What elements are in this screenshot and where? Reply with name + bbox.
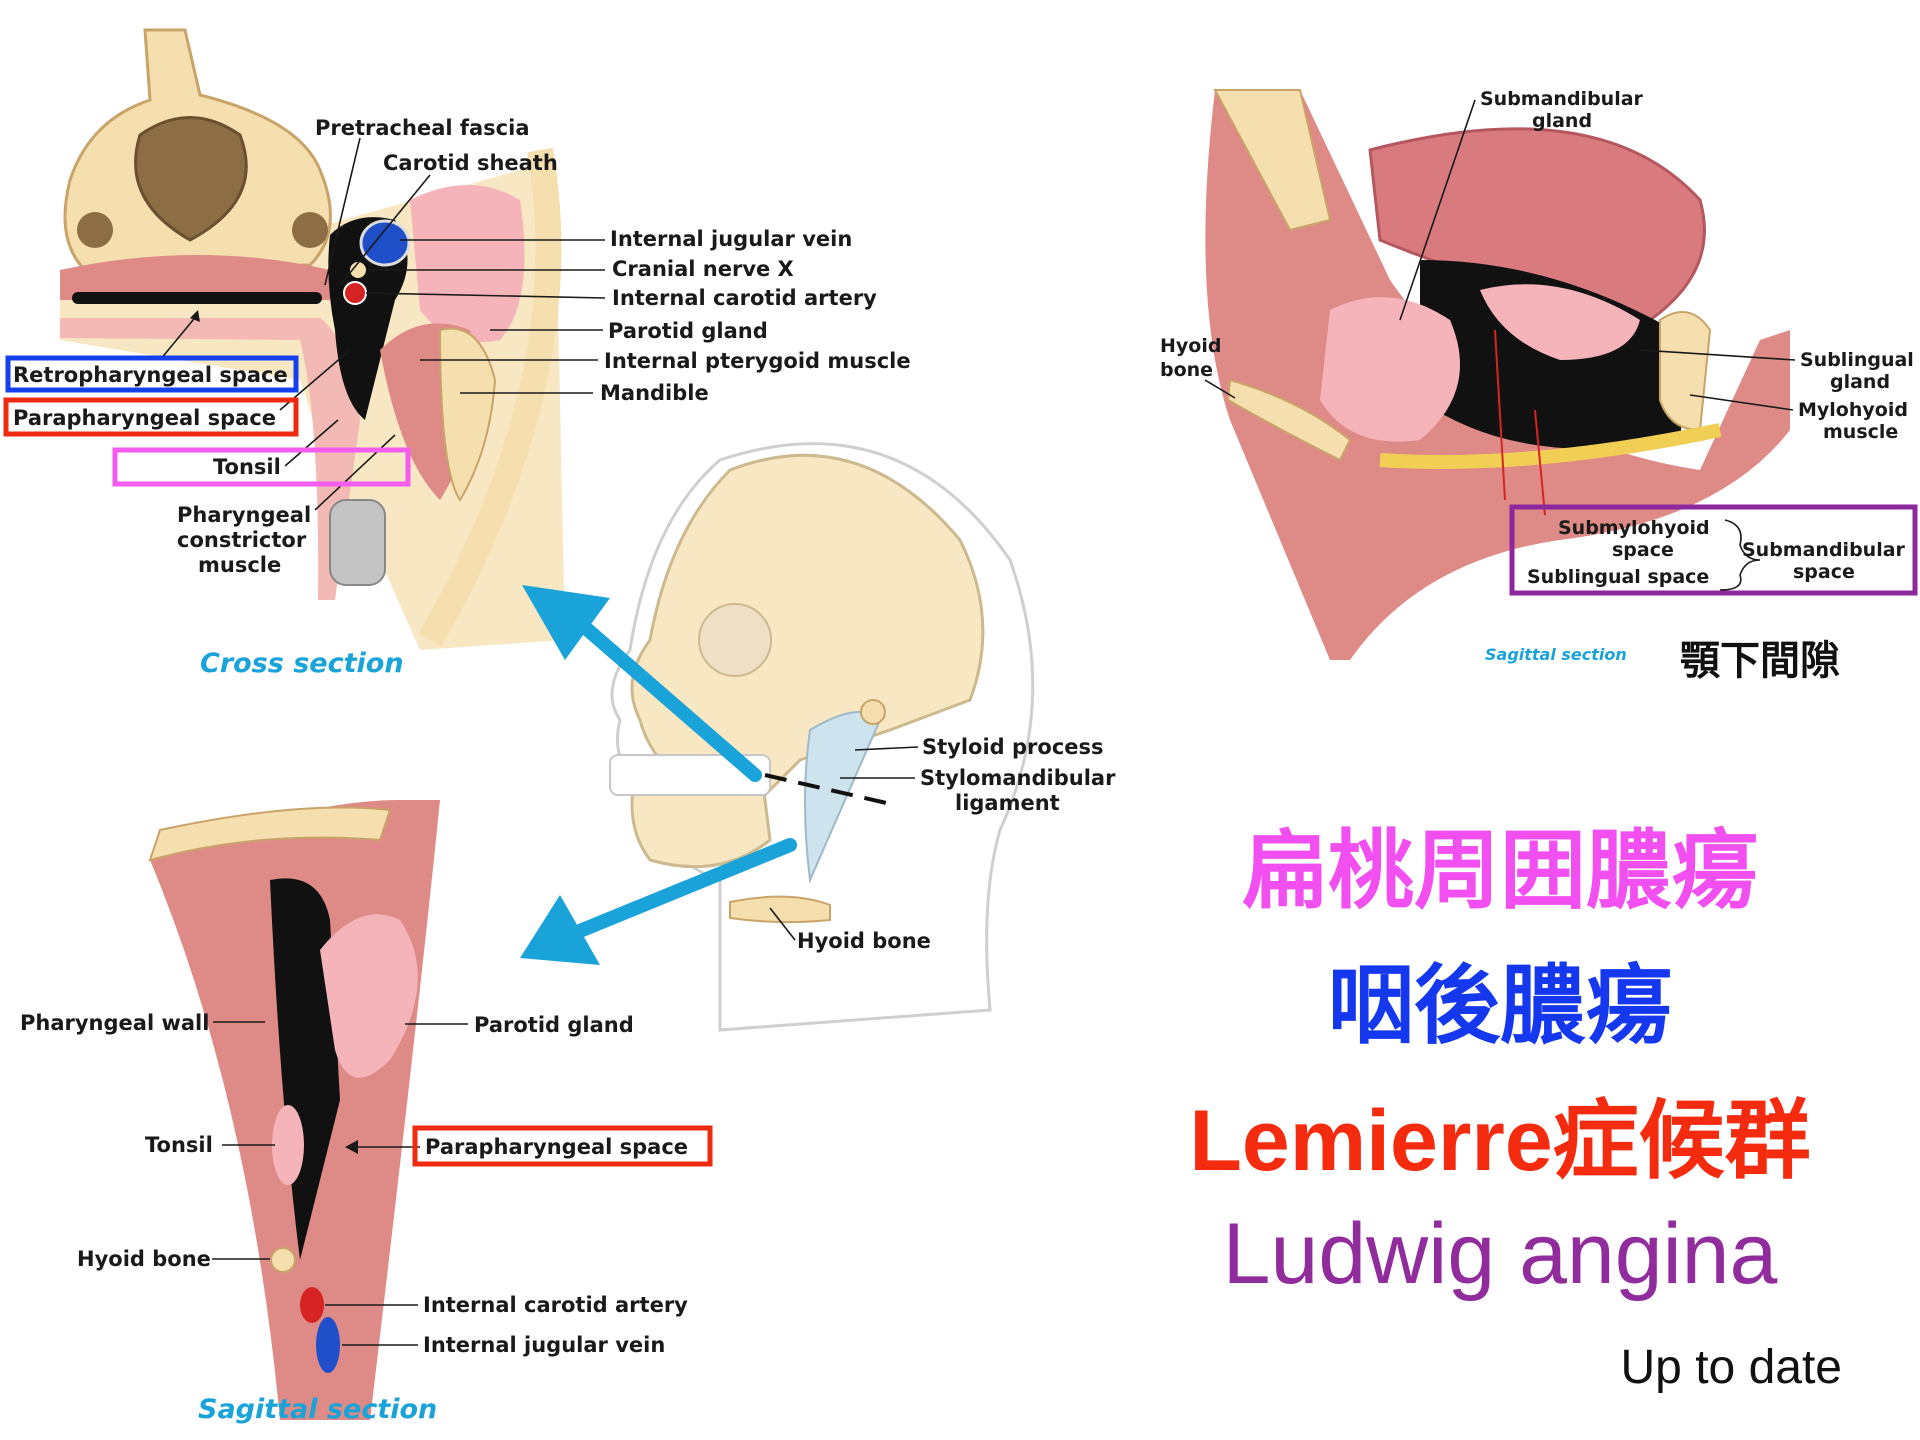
label-parotid-gland: Parotid gland bbox=[608, 319, 768, 343]
label-submylohyoid: Submylohyoid bbox=[1558, 517, 1710, 539]
label-sublingual-space: Sublingual space bbox=[1527, 566, 1709, 588]
transverse-foramen-left bbox=[77, 212, 113, 248]
label-mylohyoid-muscle-word: muscle bbox=[1823, 421, 1898, 443]
label-retropharyngeal-space: Retropharyngeal space bbox=[13, 363, 288, 387]
cross-section-labels: Pretracheal fascia Carotid sheath Intern… bbox=[3, 116, 911, 679]
label-parapharyngeal-sagittal: Parapharyngeal space bbox=[425, 1135, 688, 1159]
internal-carotid-shape bbox=[343, 281, 367, 305]
mandible-ramus bbox=[1213, 89, 1332, 232]
title-retropharyngeal-abscess: 咽後膿瘍 bbox=[1328, 956, 1672, 1056]
molar-tooth bbox=[329, 499, 386, 586]
submandibular-gland-shape bbox=[1320, 297, 1460, 442]
label-internal-carotid-sagittal: Internal carotid artery bbox=[423, 1293, 688, 1317]
vertebral-foramen bbox=[134, 116, 248, 242]
red-leader-2 bbox=[1534, 409, 1546, 516]
label-submylohyoid-space-word: space bbox=[1612, 539, 1674, 561]
label-internal-jugular-sagittal: Internal jugular vein bbox=[423, 1333, 665, 1357]
vagus-nerve-shape bbox=[350, 262, 366, 278]
label-hyoid-bone-skull: Hyoid bone bbox=[797, 929, 931, 953]
carotid-sagittal bbox=[300, 1287, 324, 1323]
box-submandibular-space bbox=[1509, 504, 1918, 596]
caption-sagittal-right: Sagittal section bbox=[1485, 645, 1627, 664]
sagittal-right-illustration: Submandibular gland Hyoid bone Sublingua… bbox=[1160, 88, 1918, 664]
submandibular-space-jp-label: 顎下間隙 bbox=[1680, 638, 1840, 684]
label-tonsil: Tonsil bbox=[213, 455, 281, 479]
label-internal-jugular-vein: Internal jugular vein bbox=[610, 227, 852, 251]
parotid-gland-sagittal bbox=[320, 914, 418, 1078]
label-sublingual-gland-word: gland bbox=[1830, 371, 1890, 393]
arrowhead-down bbox=[520, 895, 600, 965]
label-submandibular-right: Submandibular bbox=[1742, 539, 1906, 561]
label-constrictor: constrictor bbox=[177, 528, 307, 552]
title-lemierre-syndrome: Lemierre症候群 bbox=[1189, 1093, 1811, 1189]
head-outline bbox=[610, 442, 1035, 1032]
label-hyoid-right: Hyoid bbox=[1160, 335, 1221, 357]
orbit bbox=[698, 603, 772, 677]
label-muscle: muscle bbox=[198, 553, 281, 577]
box-retropharyngeal bbox=[5, 355, 299, 393]
label-cranial-nerve-x: Cranial nerve X bbox=[612, 257, 794, 281]
label-pretracheal-fascia: Pretracheal fascia bbox=[315, 116, 530, 140]
caption-sagittal-left: Sagittal section bbox=[198, 1394, 437, 1425]
label-sublingual: Sublingual bbox=[1800, 349, 1914, 371]
arrow-to-cross-section bbox=[558, 603, 762, 782]
label-internal-pterygoid-muscle: Internal pterygoid muscle bbox=[604, 349, 911, 373]
styloid-ligament-shape bbox=[804, 711, 882, 884]
title-ludwig-angina: Ludwig angina bbox=[1222, 1206, 1778, 1302]
hyoid-shape bbox=[729, 895, 831, 924]
retropharyngeal-fascia bbox=[72, 292, 322, 304]
box-parapharyngeal-cross bbox=[3, 397, 299, 437]
label-parotid-gland-sagittal: Parotid gland bbox=[474, 1013, 634, 1037]
ear-canal bbox=[860, 699, 886, 725]
hyoid-sagittal bbox=[270, 1247, 296, 1273]
label-submandibular-space-word: space bbox=[1793, 561, 1855, 583]
parapharyngeal-space-shape bbox=[328, 217, 408, 420]
label-stylomandibular: Stylomandibular bbox=[920, 766, 1116, 790]
transverse-foramen-right bbox=[292, 212, 328, 248]
cross-section-illustration bbox=[60, 28, 565, 650]
label-pharyngeal: Pharyngeal bbox=[177, 503, 311, 527]
arrow-to-sagittal bbox=[563, 838, 797, 942]
mandible-shape bbox=[438, 327, 497, 502]
hyoid-shape-right bbox=[1226, 378, 1352, 462]
label-bone-right: bone bbox=[1160, 359, 1213, 381]
skull-illustration: Styloid process Stylomandibular ligament… bbox=[520, 442, 1116, 1032]
jugular-sagittal bbox=[316, 1317, 340, 1373]
box-parapharyngeal-sagittal bbox=[412, 1125, 713, 1167]
skull-base bbox=[148, 806, 392, 862]
label-submandibular-gland-word: gland bbox=[1532, 110, 1592, 132]
label-mylohyoid: Mylohyoid bbox=[1798, 399, 1908, 421]
arrowhead-up bbox=[522, 585, 610, 660]
label-parapharyngeal-space: Parapharyngeal space bbox=[13, 406, 276, 430]
sagittal-left-illustration: Pharyngeal wall Parotid gland Tonsil Par… bbox=[20, 800, 713, 1425]
box-tonsil bbox=[112, 447, 411, 487]
label-tonsil-sagittal: Tonsil bbox=[145, 1133, 213, 1157]
red-leader-1 bbox=[1494, 329, 1506, 501]
prevertebral-muscle bbox=[60, 255, 330, 300]
label-ligament: ligament bbox=[955, 791, 1060, 815]
parotid-gland-shape bbox=[410, 185, 525, 342]
parapharyngeal-space-sagittal bbox=[270, 878, 340, 1260]
label-hyoid-bone-sagittal: Hyoid bone bbox=[77, 1247, 211, 1271]
label-pharyngeal-wall: Pharyngeal wall bbox=[20, 1011, 209, 1035]
caption-cross-section: Cross section bbox=[200, 648, 404, 679]
dashed-cut-line bbox=[764, 773, 896, 807]
tonsil-shape bbox=[272, 1105, 304, 1185]
internal-jugular-vein-shape bbox=[359, 219, 411, 267]
label-carotid-sheath: Carotid sheath bbox=[383, 151, 558, 175]
label-internal-carotid-artery: Internal carotid artery bbox=[612, 286, 877, 310]
floor-of-mouth-muscle bbox=[1205, 90, 1790, 660]
label-mandible: Mandible bbox=[600, 381, 709, 405]
title-peritonsillar-abscess: 扁桃周囲膿瘍 bbox=[1242, 821, 1758, 921]
mandible-symphysis bbox=[1659, 311, 1712, 432]
label-submandibular: Submandibular bbox=[1480, 88, 1644, 110]
label-styloid-process: Styloid process bbox=[922, 735, 1104, 759]
source-credit: Up to date bbox=[1620, 1341, 1842, 1394]
skin-edge bbox=[418, 147, 562, 647]
sublingual-gland-shape bbox=[1480, 284, 1640, 360]
